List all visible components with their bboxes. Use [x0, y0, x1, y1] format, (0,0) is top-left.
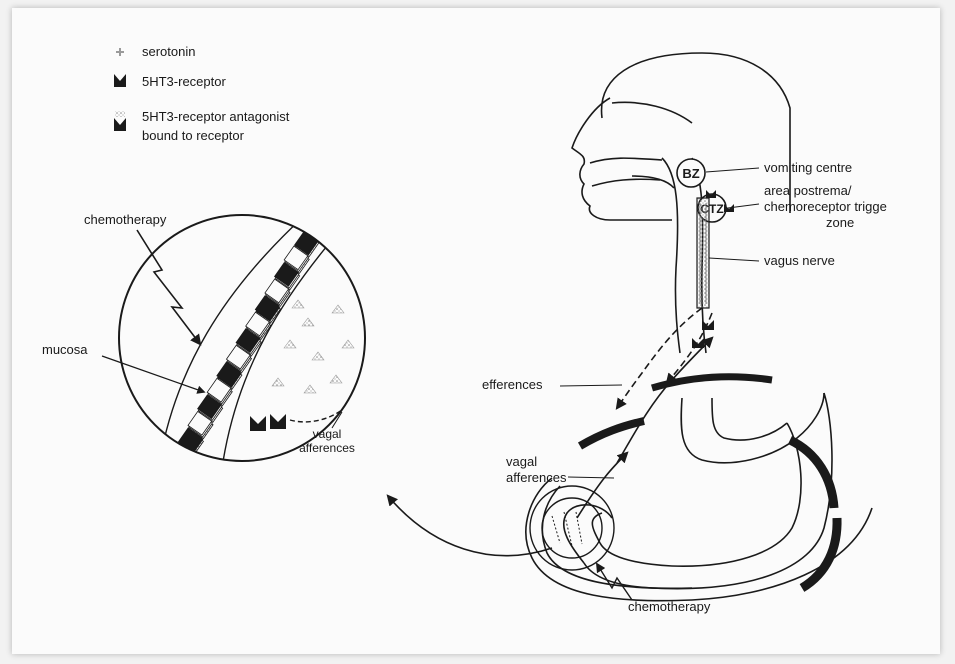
legend-antagonist-line2: bound to receptor	[142, 128, 245, 143]
area-postrema-label-line2: chemoreceptor trigge	[764, 199, 887, 214]
legend: serotonin 5HT3-receptor 5HT3-receptor an…	[114, 44, 290, 143]
vagal-afferences-label-line1: vagal	[506, 454, 537, 469]
head-profile	[572, 53, 790, 353]
legend-serotonin: serotonin	[142, 44, 195, 59]
serotonin-legend-icon	[116, 48, 124, 56]
chemotherapy-bottom-label: chemotherapy	[628, 599, 711, 614]
duodenum-circles	[530, 486, 614, 570]
bz-label: BZ	[682, 166, 699, 181]
antiemetic-mechanism-diagram: serotonin 5HT3-receptor 5HT3-receptor an…	[12, 8, 940, 654]
receptor-legend-icon	[114, 74, 126, 87]
figure-card: serotonin 5HT3-receptor 5HT3-receptor an…	[12, 8, 940, 654]
vagus-nerve-label: vagus nerve	[764, 253, 835, 268]
inset-vagal-label-line1: vagal	[313, 427, 342, 441]
inset-vagal-label-line2: afferences	[299, 441, 355, 455]
legend-receptor: 5HT3-receptor	[142, 74, 226, 89]
antagonist-legend-icon	[114, 118, 126, 131]
leader-lines	[560, 168, 759, 478]
mucosa-cell	[159, 461, 183, 485]
efference-arrows	[577, 308, 712, 518]
vagal-afferences-label-line2: afferences	[506, 470, 567, 485]
area-postrema-label-line3: zone	[826, 215, 854, 230]
efferences-label: efferences	[482, 377, 543, 392]
area-postrema-label-line1: area postrema/	[764, 183, 852, 198]
mucosa-label: mucosa	[42, 342, 88, 357]
chemotherapy-bottom-arrow	[597, 564, 632, 600]
vomiting-centre-label: vomiting centre	[764, 160, 852, 175]
chemotherapy-top-label: chemotherapy	[84, 212, 167, 227]
vagus-nerve-bundle	[697, 198, 709, 308]
legend-antagonist-line1: 5HT3-receptor antagonist	[142, 109, 290, 124]
